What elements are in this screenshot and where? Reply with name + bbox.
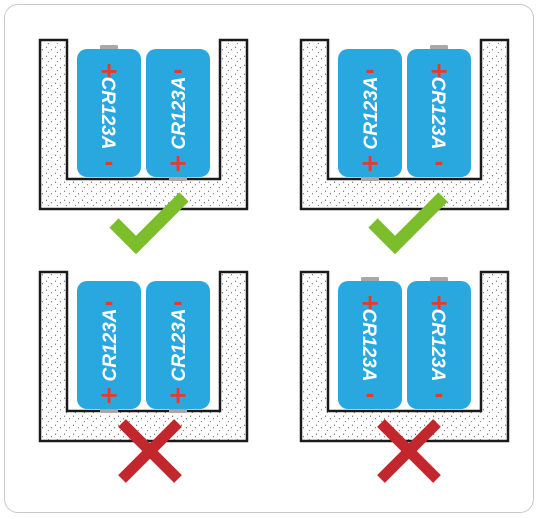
minus-sign: - — [173, 59, 182, 84]
battery-terminal — [361, 176, 379, 181]
battery: + -CR123A — [407, 277, 471, 409]
cross-icon — [377, 419, 441, 483]
battery-terminal — [169, 176, 187, 181]
minus-sign: - — [434, 151, 443, 176]
battery-body — [338, 49, 402, 177]
check-icon — [109, 192, 189, 255]
battery-model-label: CR123A — [358, 309, 379, 382]
battery-model-label: CR123A — [169, 77, 190, 150]
battery-body — [146, 281, 210, 409]
battery-body — [407, 281, 471, 409]
battery-model-label: CR123A — [361, 77, 382, 150]
battery-terminal — [169, 408, 187, 413]
plus-sign: + — [168, 149, 188, 177]
battery: + -CR123A — [77, 45, 141, 177]
plus-sign: + — [99, 381, 119, 409]
battery-model-label: CR123A — [97, 77, 118, 150]
battery-body — [77, 281, 141, 409]
battery: + -CR123A — [338, 49, 402, 181]
plus-sign: + — [429, 57, 449, 85]
battery-compartment — [299, 270, 510, 443]
panel-3-incorrect: +-CR123A+-CR123A — [38, 270, 249, 483]
battery-terminal — [100, 408, 118, 413]
battery-body — [338, 281, 402, 409]
battery-body — [146, 49, 210, 177]
minus-sign: - — [104, 291, 113, 316]
battery-model-label: CR123A — [427, 77, 448, 150]
battery-compartment — [38, 38, 249, 211]
plus-sign: + — [360, 149, 380, 177]
plus-sign: + — [99, 57, 119, 85]
battery-terminal — [361, 277, 379, 282]
minus-sign: - — [104, 151, 113, 176]
plus-sign: + — [360, 289, 380, 317]
battery-model-label: CR123A — [100, 309, 121, 382]
minus-sign: - — [173, 291, 182, 316]
plus-sign: + — [168, 381, 188, 409]
battery: + -CR123A — [407, 45, 471, 177]
battery: + -CR123A — [338, 277, 402, 409]
battery-body — [77, 49, 141, 177]
battery-terminal — [430, 45, 448, 50]
minus-sign: - — [365, 383, 374, 408]
minus-sign: - — [365, 59, 374, 84]
battery-compartment — [38, 270, 249, 443]
battery: + -CR123A — [146, 49, 210, 181]
minus-sign: - — [434, 383, 443, 408]
battery: + -CR123A — [146, 281, 210, 413]
battery-terminal — [430, 277, 448, 282]
panel-1-correct: +-CR123A+-CR123A — [38, 38, 249, 255]
battery-model-label: CR123A — [427, 309, 448, 382]
panel-4-incorrect: +-CR123A+-CR123A — [299, 270, 510, 483]
cross-icon — [118, 419, 182, 483]
check-icon — [368, 192, 448, 255]
battery: + -CR123A — [77, 281, 141, 413]
plus-sign: + — [429, 289, 449, 317]
battery-terminal — [100, 45, 118, 50]
battery-model-label: CR123A — [169, 309, 190, 382]
battery-body — [407, 49, 471, 177]
battery-compartment — [299, 38, 510, 211]
panel-2-correct: +-CR123A+-CR123A — [299, 38, 510, 255]
